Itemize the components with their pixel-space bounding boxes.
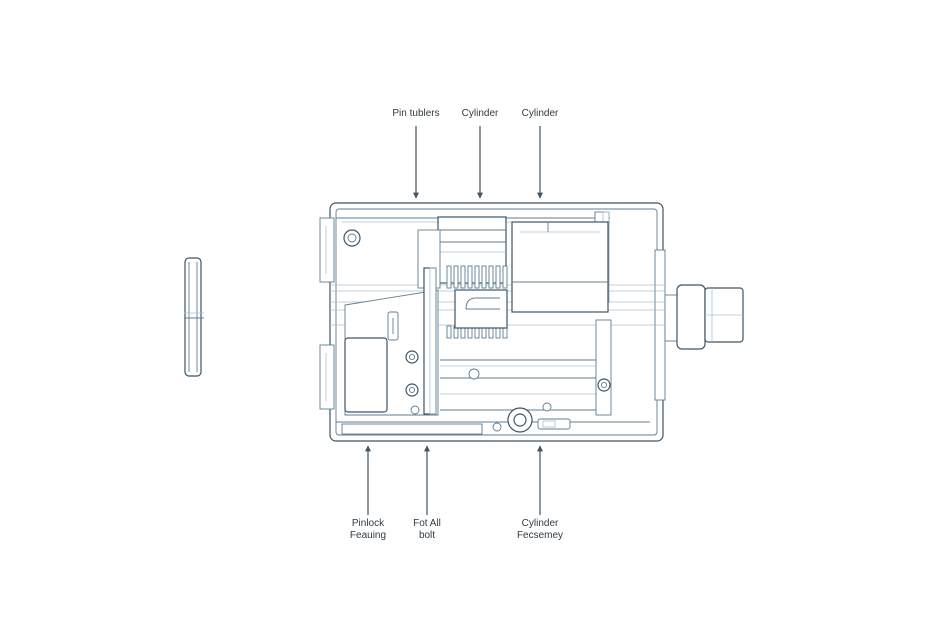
comb-pin-top <box>446 265 452 289</box>
comb-pin-top <box>502 265 508 289</box>
cylinder-block <box>511 221 609 313</box>
comb-pin-top <box>460 265 466 289</box>
bolt-screws <box>405 350 420 415</box>
lower-rails <box>440 319 612 416</box>
key-plate <box>184 257 204 377</box>
label-cylinder-2: Cylinder <box>521 108 559 119</box>
label-pin-tumblers: Pin tublers <box>392 108 440 119</box>
bottom-rail <box>336 402 650 435</box>
screw-top-left <box>343 229 361 247</box>
knurled-knob <box>664 284 744 350</box>
housing-plate <box>344 337 388 413</box>
comb-pin-top <box>488 265 494 289</box>
label-pinlock-housing: Pinlock Feauing <box>349 518 387 541</box>
comb-pin-top <box>453 265 459 289</box>
comb-pin-top <box>495 265 501 289</box>
callout-arrows <box>365 126 543 515</box>
label-fot-all-bolt: Fot All bolt <box>413 518 441 541</box>
comb-pin-top <box>481 265 487 289</box>
label-cylinder-assembly: Cylinder Fecsemey <box>516 518 564 541</box>
pin-slot <box>454 289 508 329</box>
comb-pin-top <box>467 265 473 289</box>
label-cylinder-1: Cylinder <box>461 108 499 119</box>
comb-pin-bottom <box>446 325 452 339</box>
comb-pin-top <box>474 265 480 289</box>
